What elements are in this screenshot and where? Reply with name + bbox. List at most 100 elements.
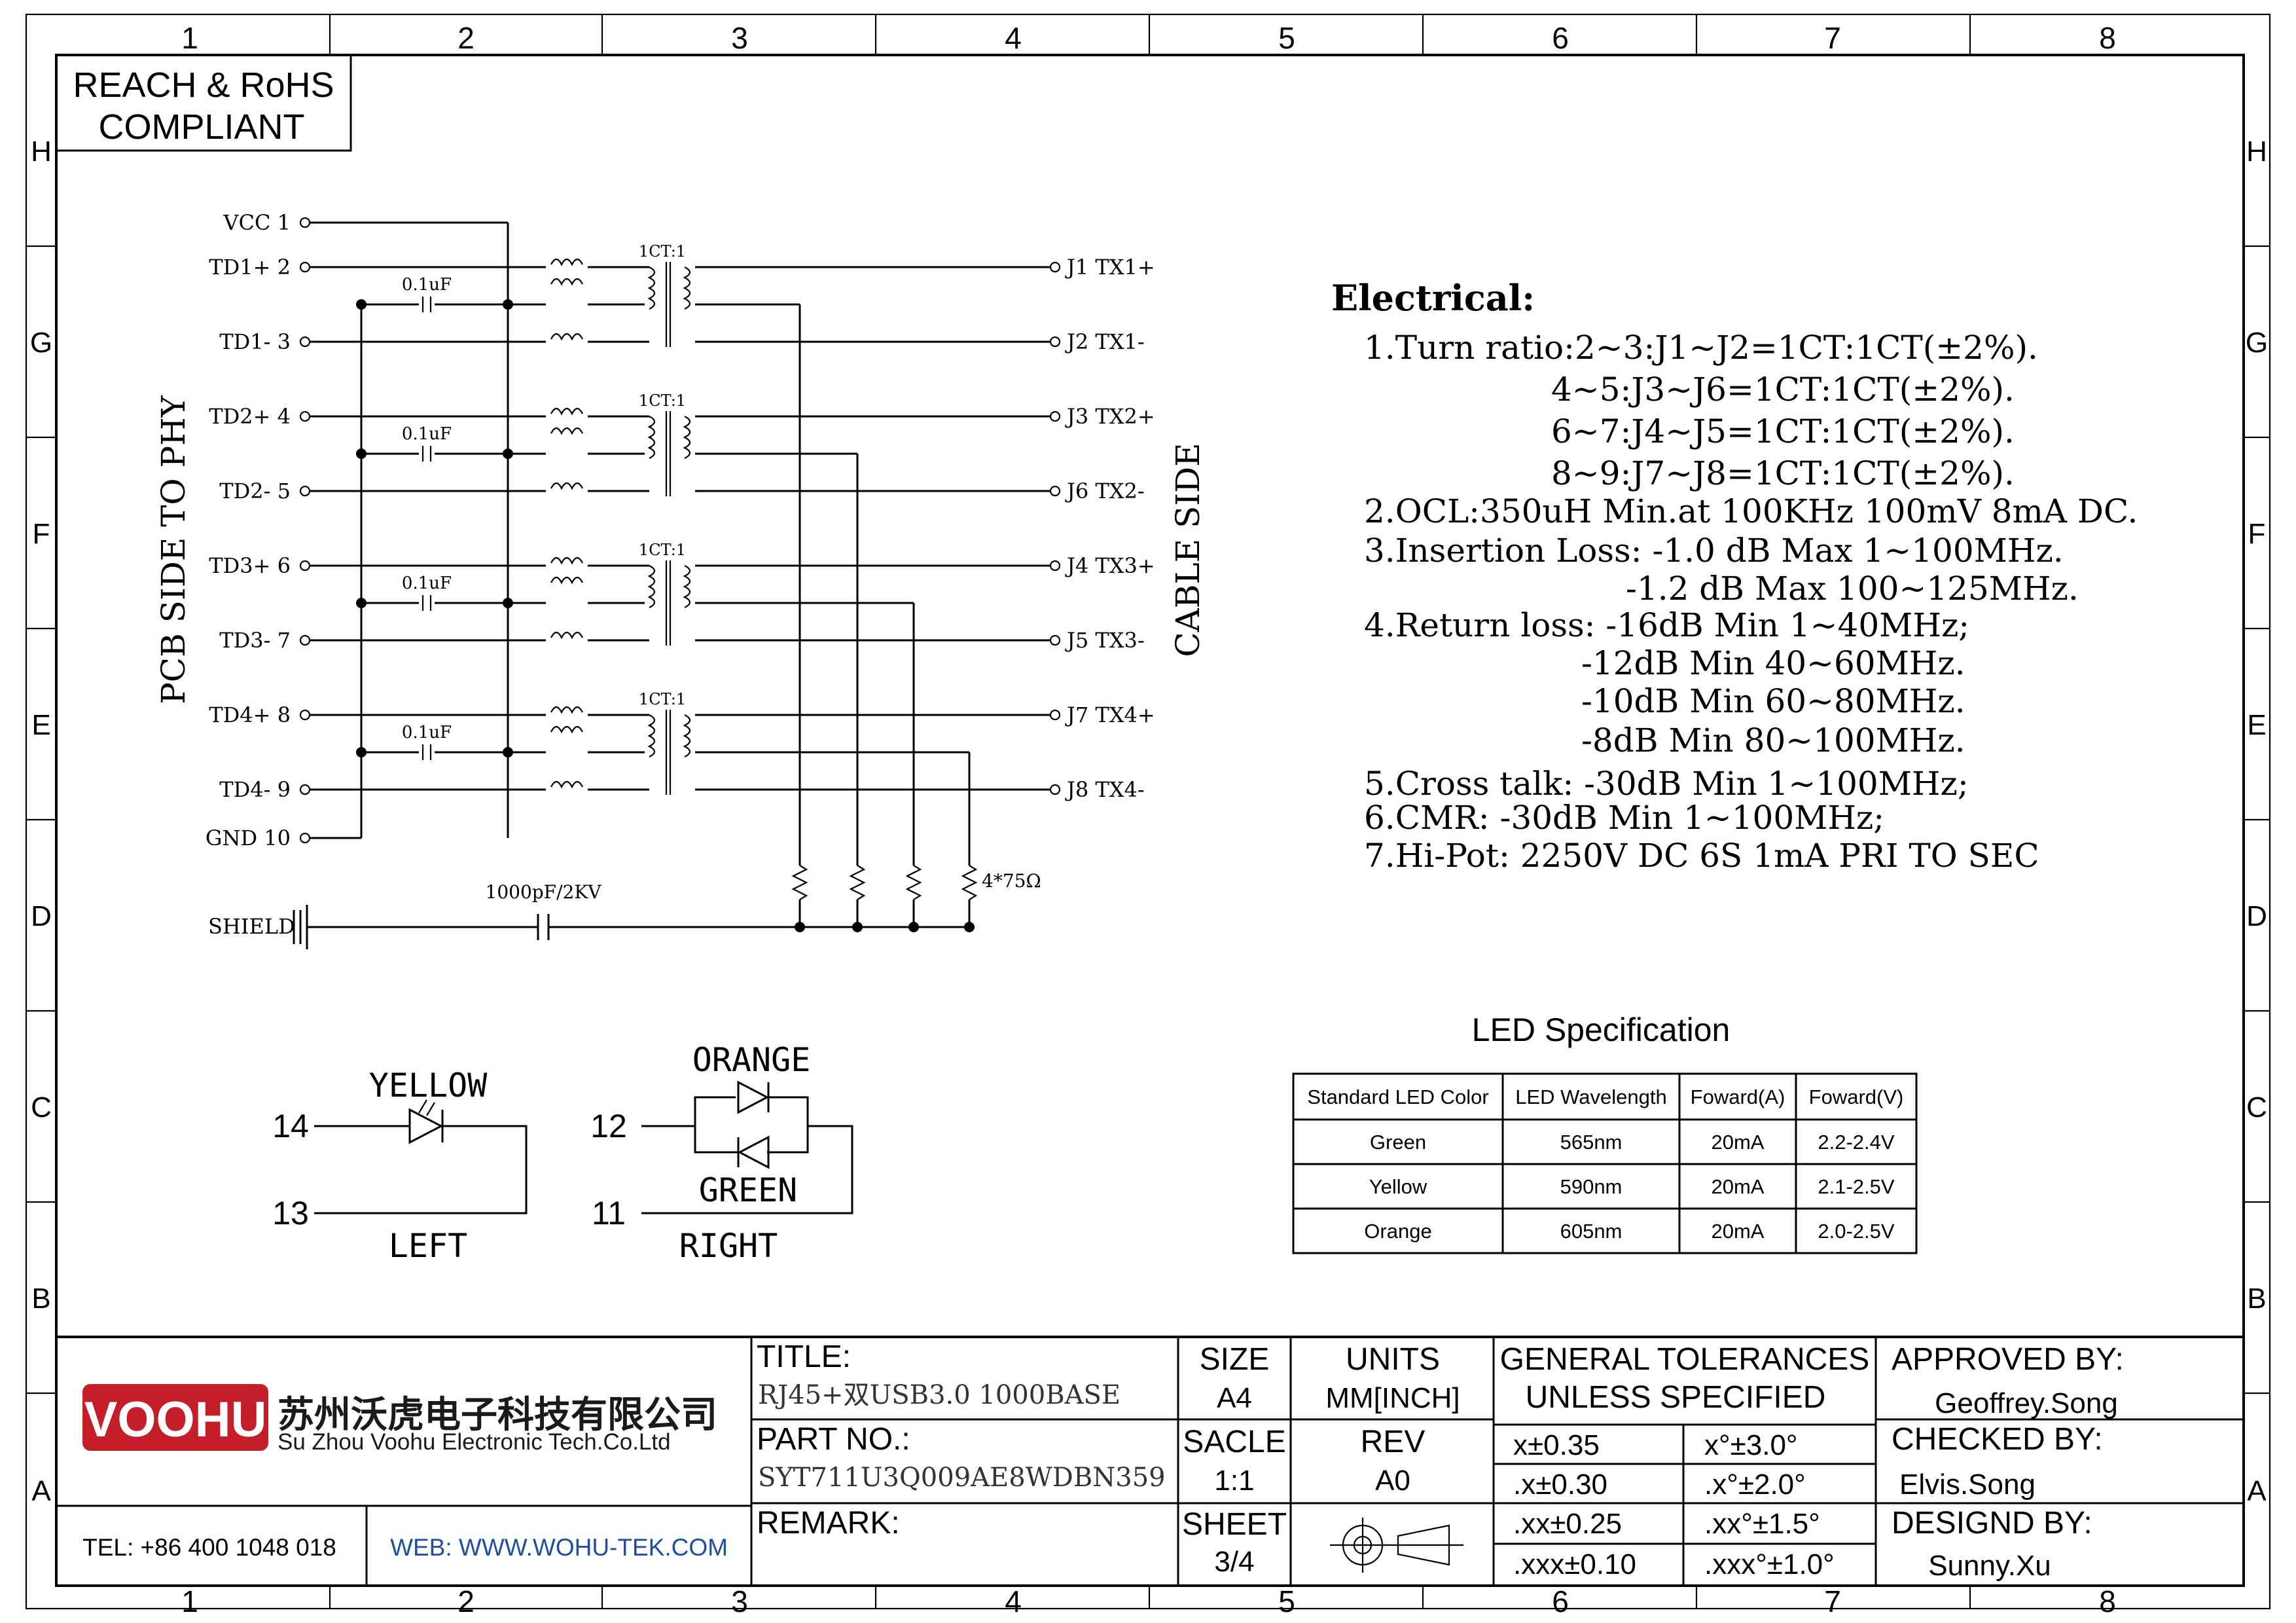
cable-side-label: CABLE SIDE [1169, 443, 1207, 657]
led-right-side: RIGHT [679, 1227, 778, 1265]
zone-col-top-1: 1 [181, 21, 198, 55]
zone-row-left-A: A [31, 1475, 51, 1507]
pin-left-6: TD3+ 6 [209, 553, 291, 578]
zone-col-top-7: 7 [1824, 21, 1841, 55]
zone-row-left-G: G [30, 327, 52, 359]
pin-right-4: J6 TX2- [1065, 479, 1145, 503]
company-logo-badge [82, 1384, 268, 1451]
tolerance-angular: x°±3.0° [1704, 1429, 1798, 1461]
electrical-line-10: -10dB Min 60~80MHz. [1581, 682, 1965, 720]
company-name-cn: 苏州沃虎电子科技有限公司 [278, 1394, 717, 1435]
zone-col-top-4: 4 [1005, 21, 1022, 55]
electrical-line-4: 8~9:J7~J8=1CT:1CT(±2%). [1551, 454, 2015, 492]
electrical-line-8: 4.Return loss: -16dB Min 1~40MHz; [1364, 606, 1969, 644]
zone-col-top-3: 3 [731, 21, 748, 55]
electrical-line-3: 6~7:J4~J5=1CT:1CT(±2%). [1551, 412, 2015, 450]
zone-row-right-F: F [2248, 518, 2266, 550]
zone-row-right-C: C [2246, 1091, 2267, 1123]
zone-row-right-H: H [2246, 136, 2267, 168]
led-circuit-left: YELLOW 14 13 LEFT [272, 1067, 528, 1265]
units-value: MM[INCH] [1325, 1382, 1460, 1414]
tolerance-angular: .xx°±1.5° [1704, 1508, 1820, 1540]
tel-label: TEL: +86 400 1048 018 [82, 1534, 336, 1561]
sheet-value: 3/4 [1214, 1546, 1254, 1578]
cap-label-4: 0.1uF [402, 723, 452, 742]
zone-col-top-2: 2 [457, 21, 475, 55]
zone-row-right-A: A [2247, 1475, 2267, 1507]
zone-col-bottom-3: 3 [731, 1584, 748, 1618]
ct-label-2: 1CT:1 [639, 392, 686, 410]
cap-label-3: 0.1uF [402, 574, 452, 593]
zone-col-bottom-5: 5 [1278, 1584, 1295, 1618]
tolerance-angular: .x°±2.0° [1704, 1468, 1806, 1501]
pin-right-1: J1 TX1+ [1065, 255, 1155, 280]
checked-label: CHECKED BY: [1892, 1422, 2103, 1457]
shield-network: SHIELD 1000pF/2KV 4*75Ω [208, 870, 1041, 949]
title-block: VOOHU 苏州沃虎电子科技有限公司 Su Zhou Voohu Electro… [56, 1336, 2244, 1586]
pin-left-9: TD4- 9 [219, 777, 291, 802]
led-table-cell: 590nm [1560, 1175, 1623, 1198]
scale-value: 1:1 [1214, 1465, 1254, 1497]
electrical-line-6: 3.Insertion Loss: -1.0 dB Max 1~100MHz. [1364, 532, 2064, 570]
company-name-en: Su Zhou Voohu Electronic Tech.Co.Ltd [278, 1429, 671, 1455]
ct-label-1: 1CT:1 [639, 242, 686, 261]
led-table-cell: Green [1370, 1131, 1426, 1154]
pin-left-2: TD1+ 2 [209, 255, 291, 280]
zone-col-top-6: 6 [1552, 21, 1569, 55]
led-left-color: YELLOW [369, 1067, 488, 1104]
zone-col-bottom-2: 2 [457, 1584, 475, 1618]
electrical-notes: Electrical: 1.Turn ratio:2~3:J1~J2=1CT:1… [1331, 277, 2138, 875]
led-left-pin-a: 14 [272, 1108, 309, 1144]
led-table-header: Foward(V) [1809, 1085, 1904, 1108]
pin-right-2: J2 TX1- [1065, 329, 1145, 354]
pin-left-10: GND 10 [206, 826, 291, 850]
approved-value: Geoffrey.Song [1935, 1387, 2118, 1419]
shield-label: SHIELD [208, 914, 295, 939]
rev-label: REV [1361, 1425, 1426, 1459]
title-value: RJ45+双USB3.0 1000BASE [758, 1380, 1121, 1410]
pin-right-3: J3 TX2+ [1065, 404, 1155, 429]
tolerance-linear: .xxx±0.10 [1513, 1548, 1636, 1580]
zone-col-bottom-7: 7 [1824, 1584, 1841, 1618]
shield-cap-label: 1000pF/2KV [486, 881, 602, 903]
electrical-line-12: 5.Cross talk: -30dB Min 1~100MHz; [1364, 765, 1969, 803]
zone-col-bottom-8: 8 [2099, 1584, 2116, 1618]
electrical-line-2: 4~5:J3~J6=1CT:1CT(±2%). [1551, 371, 2015, 409]
outer-border [25, 13, 2271, 1610]
led-table-header: LED Wavelength [1515, 1085, 1666, 1108]
zone-row-right-B: B [2247, 1283, 2266, 1315]
web-link[interactable]: WEB: WWW.WOHU-TEK.COM [390, 1534, 728, 1561]
units-label: UNITS [1346, 1342, 1440, 1377]
led-table-cell: Orange [1364, 1220, 1431, 1243]
ct-label-3: 1CT:1 [639, 541, 686, 559]
zone-row-right-G: G [2246, 327, 2268, 359]
part-no-value: SYT711U3Q009AE8WDBN359 [758, 1463, 1166, 1493]
size-label: SIZE [1200, 1342, 1270, 1377]
electrical-line-13: 6.CMR: -30dB Min 1~100MHz; [1364, 799, 1884, 837]
zone-row-left-C: C [31, 1091, 52, 1123]
electrical-line-9: -12dB Min 40~60MHz. [1581, 644, 1965, 682]
title-label: TITLE: [757, 1340, 851, 1374]
right-pin-list: J1 TX1+J2 TX1-J3 TX2+J6 TX2-J4 TX3+J5 TX… [1049, 255, 1155, 802]
compliance-box: REACH & RoHS COMPLIANT [56, 55, 352, 152]
led-table-header: Standard LED Color [1307, 1085, 1488, 1108]
tolerance-linear: .xx±0.25 [1513, 1508, 1622, 1540]
zone-col-top-5: 5 [1278, 21, 1295, 55]
led-circuit-right: ORANGE GREEN 12 11 RIGHT [590, 1041, 853, 1265]
designed-value: Sunny.Xu [1928, 1550, 2051, 1582]
remark-label: REMARK: [757, 1506, 900, 1541]
electrical-heading: Electrical: [1331, 277, 1535, 319]
electrical-line-5: 2.OCL:350uH Min.at 100KHz 100mV 8mA DC. [1364, 492, 2138, 530]
zone-row-left-F: F [33, 518, 50, 550]
led-right-color-bottom: GREEN [699, 1171, 798, 1209]
projection-symbol-icon [1330, 1518, 1463, 1573]
led-table-cell: 565nm [1560, 1131, 1623, 1154]
designed-label: DESIGND BY: [1892, 1506, 2092, 1541]
zone-row-left-B: B [31, 1283, 50, 1315]
led-right-pin-b: 11 [592, 1195, 626, 1231]
